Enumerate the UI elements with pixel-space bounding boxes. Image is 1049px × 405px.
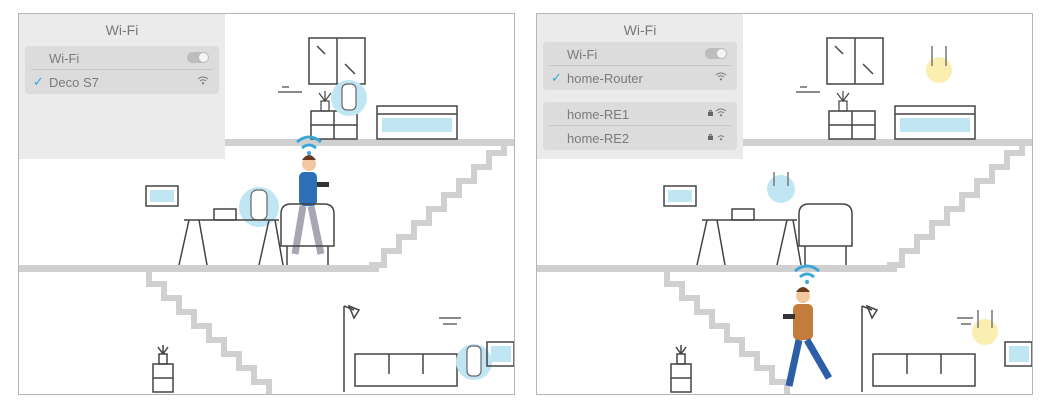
router-upstairs [926, 46, 952, 83]
network-name: home-RE2 [567, 131, 630, 146]
nightstand [828, 110, 876, 140]
wifi-settings-popup: Wi-Fi Wi-Fi ✓ home-Router home-RE1 [537, 14, 743, 159]
wifi-network-group: Wi-Fi ✓ home-Router [543, 42, 737, 90]
right-scene-panel: Wi-Fi Wi-Fi ✓ home-Router home-RE1 [536, 13, 1033, 395]
deco-unit-downstairs [456, 344, 492, 380]
wifi-signal-icon [794, 264, 820, 284]
floor-lamp [343, 304, 361, 392]
cabinet-downstairs [152, 345, 174, 393]
wifi-toggle-switch[interactable] [705, 48, 727, 59]
sofa [872, 353, 976, 387]
wardrobe [308, 37, 366, 85]
row-divider [549, 125, 731, 126]
desk [696, 208, 802, 266]
network-row[interactable]: home-RE1 [543, 102, 737, 126]
desk [178, 208, 284, 266]
other-networks-group: home-RE1 home-RE2 [543, 102, 737, 150]
tv-stand [486, 341, 514, 367]
bed [894, 105, 976, 140]
network-row-connected[interactable]: ✓ home-Router [543, 66, 737, 90]
wifi-label: Wi-Fi [567, 47, 598, 62]
wall-shelf-downstairs [439, 317, 461, 325]
network-name: Deco S7 [49, 75, 99, 90]
network-row-connected[interactable]: ✓ Deco S7 [25, 70, 219, 94]
range-extender-ceiling [767, 172, 795, 203]
deco-unit-desk [239, 187, 279, 227]
network-name: home-Router [567, 71, 643, 86]
popup-title: Wi-Fi [623, 22, 657, 38]
popup-title: Wi-Fi [105, 22, 139, 38]
checkmark-icon: ✓ [33, 74, 44, 89]
network-row[interactable]: home-RE2 [543, 126, 737, 150]
armchair [280, 203, 335, 265]
checkmark-icon: ✓ [551, 70, 562, 85]
wifi-network-group: Wi-Fi ✓ Deco S7 [25, 46, 219, 94]
sofa [354, 353, 458, 387]
wifi-label: Wi-Fi [49, 51, 80, 66]
wifi-signal-icon [296, 135, 322, 155]
router-downstairs [972, 310, 998, 345]
wall-shelf [796, 86, 820, 93]
armchair [798, 203, 853, 265]
wifi-strength-icon [715, 72, 727, 84]
wall-monitor [663, 185, 697, 207]
house-illustration-deco [19, 37, 514, 394]
row-divider [31, 69, 213, 70]
wall-monitor [145, 185, 179, 207]
lock-wifi-icon [707, 132, 727, 144]
row-divider [549, 65, 731, 66]
wifi-strength-icon [197, 76, 209, 88]
wifi-settings-popup: Wi-Fi Wi-Fi ✓ Deco S7 [19, 14, 225, 159]
wifi-toggle-switch[interactable] [187, 52, 209, 63]
bed [376, 105, 458, 140]
cabinet-downstairs [670, 345, 692, 393]
person-walking [783, 287, 833, 387]
wall-shelf-downstairs [957, 317, 973, 325]
nightstand [310, 110, 358, 140]
wardrobe [826, 37, 884, 85]
deco-unit-upstairs [331, 80, 367, 116]
plant [318, 91, 332, 112]
network-name: home-RE1 [567, 107, 630, 122]
floor-lamp [861, 304, 879, 392]
wifi-toggle-row: Wi-Fi [543, 42, 737, 66]
left-scene-panel: Wi-Fi Wi-Fi ✓ Deco S7 [18, 13, 515, 395]
lock-wifi-icon [707, 108, 727, 120]
wall-shelf [278, 86, 302, 93]
house-illustration-router [537, 37, 1032, 394]
wifi-toggle-row: Wi-Fi [25, 46, 219, 70]
tv-stand [1004, 341, 1032, 367]
plant [836, 91, 850, 112]
